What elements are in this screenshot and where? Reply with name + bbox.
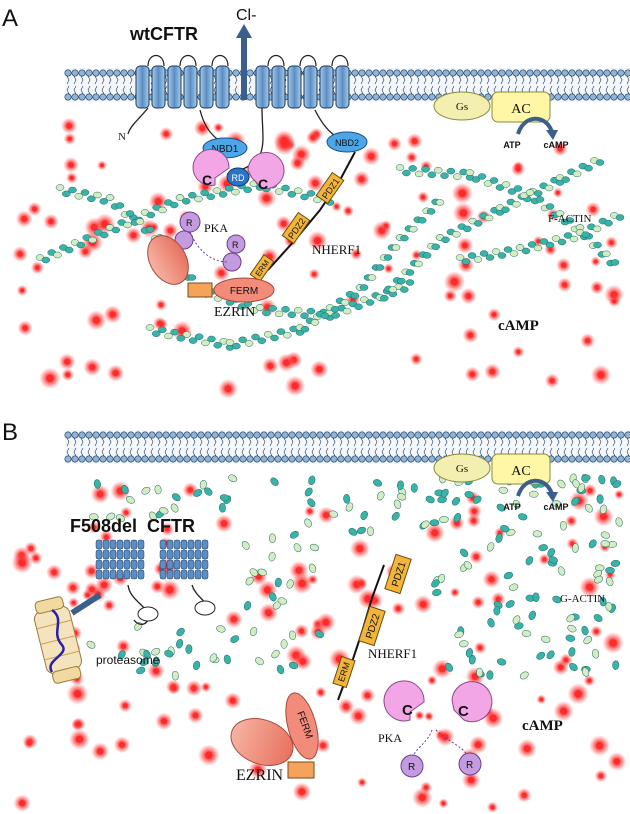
f508del-title: F508del CFTR [70, 516, 195, 536]
adenylyl-cyclase-a [491, 91, 551, 123]
wtcftr-title: wtCFTR [129, 24, 198, 44]
atp-camp-arrowhead-a [546, 130, 558, 140]
ezrin-head-b [230, 718, 294, 766]
f-actin-filaments [35, 157, 625, 351]
nbd2-label: NBD2 [335, 138, 359, 148]
nherf1-erm [249, 254, 275, 282]
r-label-b1: R [408, 762, 415, 773]
camp-molecules-a [12, 117, 624, 399]
atp-camp-arrowhead-b [546, 492, 558, 502]
cftr-transmembrane-helices [135, 54, 350, 109]
camp-small-label-a: cAMP [543, 140, 568, 150]
chloride-arrow-head [236, 24, 252, 38]
f508del-cftr-misfolded [95, 539, 209, 580]
r-label-a1: R [186, 218, 193, 228]
n-terminus-label: N [118, 131, 126, 143]
proteasome-label: proteasome [96, 653, 160, 667]
panel-b-letter: B [2, 419, 18, 446]
ac-label-a: AC [511, 102, 530, 117]
ferm-label-a: FERM [230, 286, 258, 297]
camp-small-label-b: cAMP [543, 502, 568, 512]
nherf1-pdz2 [281, 211, 311, 245]
gs-label-a: Gs [456, 101, 468, 113]
ac-label-b: AC [511, 464, 530, 479]
pka-catalytic-left [192, 148, 230, 186]
f508del-domain-left [137, 606, 159, 622]
rd-label: RD [232, 173, 245, 183]
ezrin-head-a [147, 235, 189, 285]
nherf1-label-b: NHERF1 [368, 646, 417, 661]
plasma-membrane-b [64, 430, 630, 464]
nherf1-erm-b [332, 655, 356, 689]
ezrin-linker-box-a [187, 282, 213, 298]
atp-label-b: ATP [503, 502, 520, 512]
nbd2-domain [326, 131, 368, 153]
nherf1-linker [267, 151, 356, 271]
pka-regulatory-b [400, 729, 482, 778]
pka-catalytic-b-left [383, 680, 425, 722]
gs-protein-a [433, 91, 491, 121]
f-actin-label: F-ACTIN [548, 213, 591, 225]
ezrin-label-b: EZRIN [236, 767, 284, 784]
g-actin-label: G-ACTIN [560, 593, 605, 605]
degraded-peptide [49, 608, 65, 673]
nherf1-pdz1-b [384, 553, 412, 595]
atp-label-a: ATP [503, 140, 520, 150]
pka-c-b-right-label: C [458, 703, 469, 720]
atp-camp-arrow-a [516, 116, 554, 135]
pka-catalytic-b-right [451, 681, 493, 723]
pka-catalytic-right [247, 151, 285, 189]
ferm-domain-a [213, 277, 275, 303]
ezrin-label-a: EZRIN [214, 305, 255, 320]
gs-protein-b [433, 453, 491, 483]
adenylyl-cyclase-b [491, 453, 551, 485]
atp-camp-arrow-b [516, 478, 554, 497]
nherf1-label-a: NHERF1 [312, 242, 361, 257]
nherf1-pdz2-b [358, 605, 386, 647]
gs-label-b: Gs [456, 463, 468, 475]
pka-label-b: PKA [378, 731, 402, 745]
regulatory-domain [226, 167, 250, 187]
pka-c-b-left-label: C [402, 702, 413, 719]
panel-a-letter: A [2, 5, 18, 32]
pka-c-left-label: C [202, 172, 212, 188]
nherf1-pdz1 [315, 171, 345, 205]
nbd1-label: NBD1 [212, 144, 239, 155]
pka-c-right-label: C [258, 176, 268, 192]
r-label-a2: R [232, 240, 239, 250]
ezrin-linker-box-b [287, 761, 315, 779]
pka-label-a: PKA [204, 221, 228, 235]
camp-label-b: cAMP [522, 718, 563, 734]
ferm-domain-b [285, 692, 319, 760]
n-terminus-tail [127, 107, 149, 135]
degradation-arrow [70, 592, 102, 616]
g-actin-monomers [86, 473, 623, 681]
chloride-ion-label: Cl- [236, 7, 256, 24]
r-label-b2: R [466, 760, 473, 771]
f508del-domain-right [194, 600, 216, 616]
camp-label-a: cAMP [498, 318, 539, 334]
